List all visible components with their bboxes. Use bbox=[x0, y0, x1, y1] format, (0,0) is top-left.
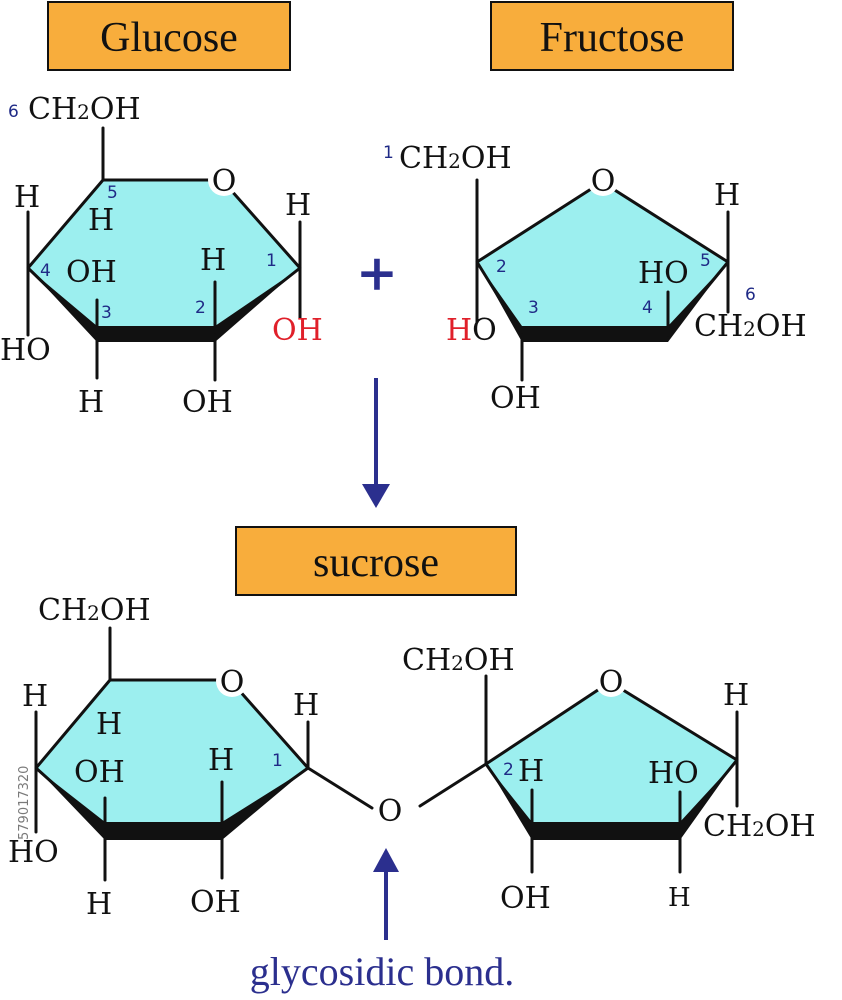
sucrose-fructose-c3-hydroxyl: OH bbox=[500, 881, 551, 916]
sucrose-glucose-carbon-1-number: 1 bbox=[272, 751, 283, 771]
fructose-carbon-2-number: 2 bbox=[496, 257, 507, 277]
sucrose-fructose-c1-ch2oh-group: CH2OH bbox=[402, 643, 515, 678]
fructose-c4-hydroxyl: HO bbox=[638, 256, 689, 291]
sucrose-glucose-c1-hydrogen: H bbox=[293, 688, 319, 723]
glucose-ring-oxygen: O bbox=[212, 164, 237, 199]
fructose-carbon-1-number: 1 bbox=[383, 143, 394, 163]
glucose-c2-hydrogen: H bbox=[200, 243, 226, 278]
stock-id-watermark: 579017320 bbox=[17, 766, 32, 840]
sucrose-glucose-c3-hydroxyl: OH bbox=[74, 755, 125, 790]
glycosidic-bond-caption: glycosidic bond. bbox=[250, 949, 514, 994]
glucose-title-text: Glucose bbox=[100, 15, 238, 61]
fructose-title: Fructose bbox=[490, 1, 734, 71]
glucose-carbon-3-number: 3 bbox=[101, 303, 112, 323]
glucose-carbon-5-number: 5 bbox=[107, 183, 118, 203]
glucose-c5-hydrogen: H bbox=[88, 203, 114, 238]
fructose-c5-hydrogen: H bbox=[714, 178, 740, 213]
glucose-carbon-4-number: 4 bbox=[40, 261, 51, 281]
sucrose-glucose-c3-hydrogen: H bbox=[86, 887, 112, 922]
fructose-carbon-4-number: 4 bbox=[642, 298, 653, 318]
sucrose-glucose-ch2oh-group: CH2OH bbox=[38, 593, 151, 628]
fructose-carbon-6-number: 6 bbox=[745, 285, 756, 305]
glucose-ring-front-edge bbox=[28, 268, 300, 342]
fructose-c6-ch2oh-group: CH2OH bbox=[694, 309, 807, 344]
glucose-molecule: O 6 CH2OH 5 H H 4 OH 3 HO H H 2 OH H 1 O… bbox=[0, 92, 323, 420]
fructose-ring-front-edge bbox=[477, 262, 728, 342]
fructose-c1-ch2oh-group: CH2OH bbox=[399, 141, 512, 176]
glucose-c4-hydroxyl: HO bbox=[0, 333, 51, 368]
glucose-c4-hydrogen: H bbox=[14, 180, 40, 215]
glucose-title: Glucose bbox=[47, 1, 291, 71]
sucrose-fructose-c5-hydrogen: H bbox=[723, 678, 749, 713]
glucose-c1-hydroxyl-highlight: OH bbox=[272, 313, 323, 348]
sucrose-title-text: sucrose bbox=[313, 540, 439, 586]
sucrose-glucose-ring-oxygen: O bbox=[220, 665, 245, 700]
sucrose-fructose-c4-hydroxyl: HO bbox=[648, 756, 699, 791]
sucrose-fructose-ring-front-edge bbox=[486, 760, 737, 840]
glucose-carbon-2-number: 2 bbox=[195, 298, 206, 318]
sucrose-fructose-c4-hydrogen: H bbox=[668, 883, 691, 913]
glucose-c2-hydroxyl: OH bbox=[182, 385, 233, 420]
fructose-molecule: O 1 CH2OH 2 HO 3 OH 4 HO 5 H 6 CH2OH bbox=[383, 141, 807, 416]
glycosidic-bond-pointer bbox=[373, 848, 399, 940]
sucrose-fructose-unit: O CH2OH 2 H OH HO H H CH2OH bbox=[402, 643, 816, 916]
glucose-carbon-1-number: 1 bbox=[266, 251, 277, 271]
sucrose-fructose-c3-hydrogen: H bbox=[518, 754, 544, 789]
plus-sign: + bbox=[356, 243, 398, 302]
sucrose-glucose-c5-hydrogen: H bbox=[96, 707, 122, 742]
glucose-c3-hydroxyl: OH bbox=[66, 255, 117, 290]
glycosidic-oxygen: O bbox=[378, 794, 403, 829]
fructose-c2-hydroxyl: HO bbox=[446, 313, 497, 348]
glucose-c3-hydrogen: H bbox=[78, 385, 104, 420]
fructose-c3-hydroxyl: OH bbox=[490, 381, 541, 416]
sucrose-fructose-carbon-2-number: 2 bbox=[503, 760, 514, 780]
sucrose-glucose-unit: O CH2OH H H OH HO H H OH H 1 bbox=[8, 593, 374, 922]
glucose-ch2oh-group: CH2OH bbox=[28, 92, 141, 127]
glucose-c1-hydrogen: H bbox=[285, 188, 311, 223]
sucrose-glucose-c2-hydroxyl: OH bbox=[190, 885, 241, 920]
sucrose-glucose-c4-hydroxyl: HO bbox=[8, 835, 59, 870]
fructose-title-text: Fructose bbox=[540, 15, 685, 61]
fructose-ring-oxygen: O bbox=[591, 164, 616, 199]
sucrose-glucose-c2-hydrogen: H bbox=[208, 743, 234, 778]
sucrose-fructose-c6-ch2oh-group: CH2OH bbox=[703, 809, 816, 844]
fructose-carbon-5-number: 5 bbox=[700, 251, 711, 271]
reaction-arrow bbox=[362, 378, 390, 508]
glucose-carbon-6-number: 6 bbox=[8, 102, 19, 122]
sucrose-fructose-ring-oxygen: O bbox=[599, 665, 624, 700]
sucrose-glucose-c4-hydrogen: H bbox=[22, 679, 48, 714]
fructose-carbon-3-number: 3 bbox=[528, 298, 539, 318]
sucrose-title: sucrose bbox=[235, 526, 517, 596]
